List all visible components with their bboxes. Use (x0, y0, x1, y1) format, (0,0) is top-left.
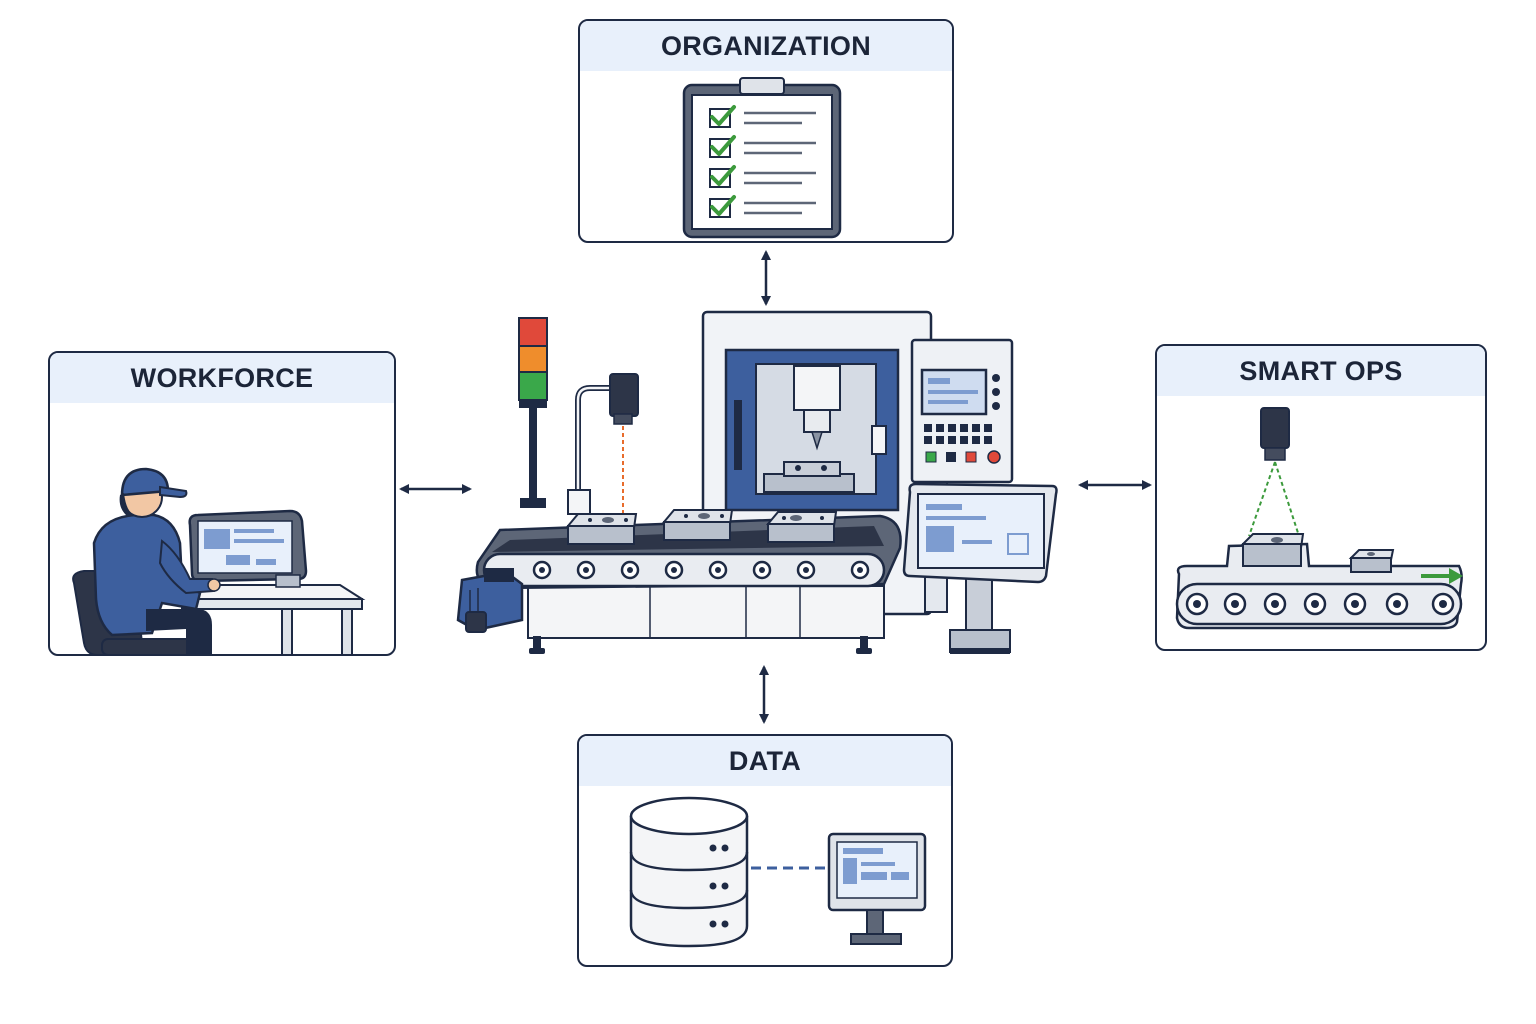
operator-at-terminal-icon (72, 467, 366, 654)
data-title: DATA (728, 745, 802, 776)
vision-sensor-conveyor-icon (1175, 407, 1463, 630)
workforce-panel: WORKFORCE (48, 351, 396, 656)
signal-tower (518, 317, 548, 508)
workforce-panel-header: WORKFORCE (50, 353, 394, 403)
checklist-clipboard-icon (682, 77, 842, 239)
vision-camera (567, 373, 639, 516)
workforce-title: WORKFORCE (130, 362, 314, 393)
organization-title: ORGANIZATION (660, 30, 872, 61)
smart-ops-panel-header: SMART OPS (1157, 346, 1485, 396)
database-icon (629, 796, 749, 948)
hmi-terminal (902, 482, 1058, 654)
organization-panel-header: ORGANIZATION (580, 21, 952, 71)
monitor-icon (827, 832, 927, 945)
data-panel: DATA (577, 734, 953, 967)
workpieces (565, 509, 838, 545)
organization-panel: ORGANIZATION (578, 19, 954, 243)
database-monitor-icon (629, 796, 927, 948)
smart-ops-panel: SMART OPS (1155, 344, 1487, 651)
smart-ops-title: SMART OPS (1239, 355, 1403, 386)
data-panel-header: DATA (579, 736, 951, 786)
conveyor-motor (456, 568, 524, 633)
